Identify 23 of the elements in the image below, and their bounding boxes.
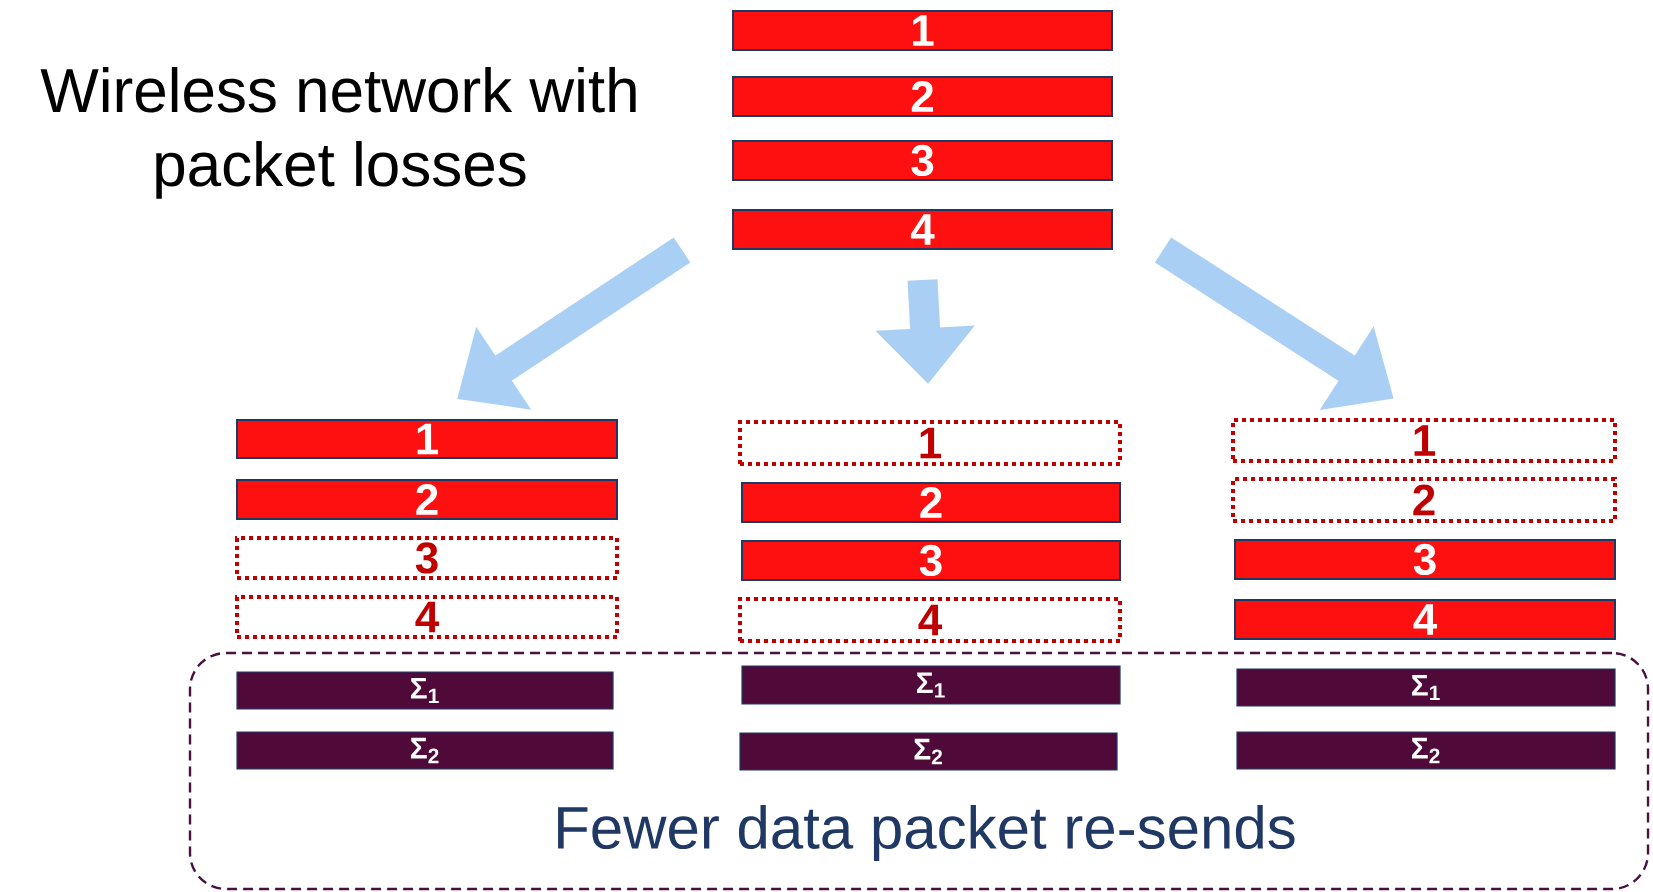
missing-packet-box: 2 (1231, 477, 1617, 523)
missing-packet-box: 3 (235, 536, 619, 580)
title: Wireless network with packet losses (40, 67, 636, 199)
missing-packet-box: 4 (738, 597, 1122, 643)
packet-bar: 4 (732, 209, 1113, 250)
packet-bar: 2 (236, 479, 618, 520)
packet-bar: 1 (236, 419, 618, 459)
missing-packet-box: 1 (1231, 418, 1617, 463)
coded-packet-bar: Σ$_{1}$ (741, 665, 1121, 705)
missing-packet-box: 1 (738, 420, 1122, 466)
packet-bar: 2 (741, 482, 1121, 523)
coded-packet-bar: Σ$_{2}$ (739, 732, 1118, 771)
packet-bar: 1 (732, 10, 1113, 51)
packet-bar: 3 (1234, 539, 1616, 580)
packet-bar: 3 (732, 140, 1113, 181)
coded-packet-bar: Σ$_{1}$ (1236, 668, 1616, 707)
packet-bar: 3 (741, 540, 1121, 581)
coded-packet-bar: Σ$_{2}$ (1236, 731, 1616, 770)
coded-packet-bar: Σ$_{2}$ (236, 731, 614, 770)
packet-bar: 4 (1234, 599, 1616, 640)
missing-packet-box: 4 (235, 595, 619, 639)
packet-bar: 2 (732, 76, 1113, 117)
coded-packet-bar: Σ$_{1}$ (236, 671, 614, 710)
